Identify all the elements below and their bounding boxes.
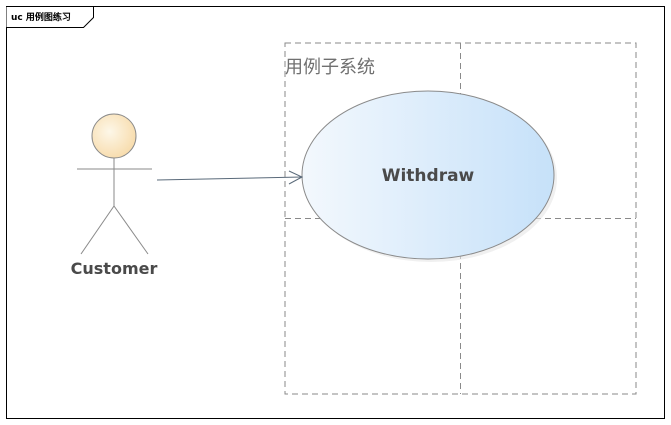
actor-label: Customer bbox=[71, 259, 158, 278]
association-arrow bbox=[156, 170, 304, 185]
association-arrowhead bbox=[288, 170, 304, 185]
diagram-frame-tab bbox=[6, 6, 94, 28]
actor-customer[interactable] bbox=[77, 113, 152, 255]
use-case-withdraw[interactable] bbox=[301, 90, 555, 260]
association-line bbox=[156, 176, 303, 181]
actor-head bbox=[91, 113, 137, 159]
diagram-frame-label: uc 用例图练习 bbox=[11, 11, 71, 23]
diagram-frame bbox=[6, 6, 665, 419]
actor-right-leg bbox=[113, 205, 149, 255]
actor-left-leg bbox=[80, 205, 115, 255]
use-case-label: Withdraw bbox=[382, 166, 475, 186]
system-boundary-label: 用例子系统 bbox=[285, 57, 375, 78]
